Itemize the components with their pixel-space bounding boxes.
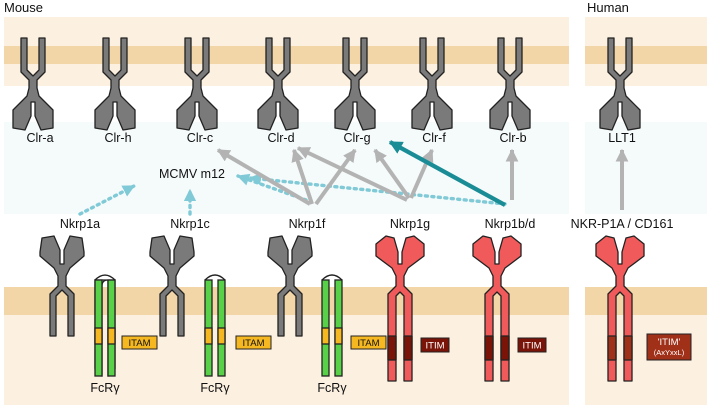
- adaptor-label-2: FcRγ: [200, 381, 230, 395]
- receptor-label-cd161: NKR-P1A / CD161: [571, 217, 674, 231]
- arrow-nkrp1f-clr-c: [216, 148, 312, 206]
- human-title: Human: [587, 0, 629, 15]
- arrow-nkrp1bd-m12: [248, 173, 507, 206]
- itim-box-1: ITIM: [420, 337, 450, 353]
- receptor-label-nkrp1g: Nkrp1g: [390, 217, 430, 231]
- adaptor-fcrg-2: [204, 274, 226, 377]
- ligand-label-clr-f: Clr-f: [422, 131, 446, 145]
- itam-label-3: ITAM: [358, 338, 380, 349]
- receptor-nkrp1c: [149, 235, 195, 337]
- receptor-label-nkrp1a: Nkrp1a: [60, 217, 100, 231]
- arrow-nkrp1bd-clr-g: [388, 140, 507, 207]
- receptor-nkrp1a: [39, 235, 85, 337]
- arrow-nkrp1g-clr-g: [373, 148, 411, 200]
- arrow-nkrp1f-clr-g: [314, 148, 357, 206]
- ligand-clr-f: [411, 37, 453, 131]
- receptor-nkrp1f: [267, 235, 313, 337]
- ligand-clr-g: [334, 37, 376, 131]
- interaction-arrows: [78, 140, 629, 216]
- receptor-cd161: [595, 235, 645, 382]
- arrow-nkrp1g-clr-d: [296, 146, 408, 202]
- receptor-label-nkrp1c: Nkrp1c: [170, 217, 210, 231]
- receptor-nkrp1g: [375, 235, 425, 382]
- arrow-nkrp1g-clr-f: [409, 148, 434, 199]
- ligand-clr-b: [489, 37, 531, 131]
- receptor-nkrp1bd: [472, 235, 522, 382]
- ligand-label-clr-h: Clr-h: [104, 131, 131, 145]
- mouse-title: Mouse: [4, 0, 43, 15]
- arrow-nkrp1a-m12: [78, 184, 136, 216]
- adaptor-fcrg-3: [321, 274, 343, 377]
- ligand-label-clr-d: Clr-d: [267, 131, 294, 145]
- receptor-label-nkrp1f: Nkrp1f: [289, 217, 326, 231]
- adaptor-fcrg-1: [94, 274, 116, 377]
- arrow-nkrp1f-clr-d: [291, 148, 314, 205]
- itim-box-2: ITIM: [517, 337, 547, 353]
- ligand-clr-c: [176, 37, 218, 131]
- itim-label-2: ITIM: [523, 341, 542, 352]
- ligand-llt1: [599, 37, 641, 131]
- ligand-label-clr-b: Clr-b: [499, 131, 526, 145]
- itam-box-1: ITAM: [121, 335, 158, 350]
- itam-label-1: ITAM: [129, 338, 151, 349]
- human-motif-box: 'ITIM' (AxYxxL): [646, 333, 692, 361]
- ligand-clr-d: [257, 37, 299, 131]
- ligand-label-llt1: LLT1: [608, 131, 636, 145]
- ligand-label-clr-g: Clr-g: [343, 131, 370, 145]
- receptor-label-nkrp1bd: Nkrp1b/d: [485, 217, 536, 231]
- human-motif-label: 'ITIM': [658, 337, 681, 348]
- ligand-clr-a: [12, 37, 54, 131]
- adaptor-label-1: FcRγ: [90, 381, 120, 395]
- adaptor-label-3: FcRγ: [317, 381, 347, 395]
- itam-box-2: ITAM: [235, 335, 272, 350]
- itam-box-3: ITAM: [350, 335, 387, 350]
- itim-label-1: ITIM: [426, 341, 445, 352]
- itam-label-2: ITAM: [243, 338, 265, 349]
- ligand-label-clr-c: Clr-c: [187, 131, 213, 145]
- ligand-clr-h: [94, 37, 136, 131]
- viral-ligand-label: MCMV m12: [159, 167, 225, 181]
- ligand-label-clr-a: Clr-a: [26, 131, 53, 145]
- human-motif-sub: (AxYxxL): [654, 348, 685, 357]
